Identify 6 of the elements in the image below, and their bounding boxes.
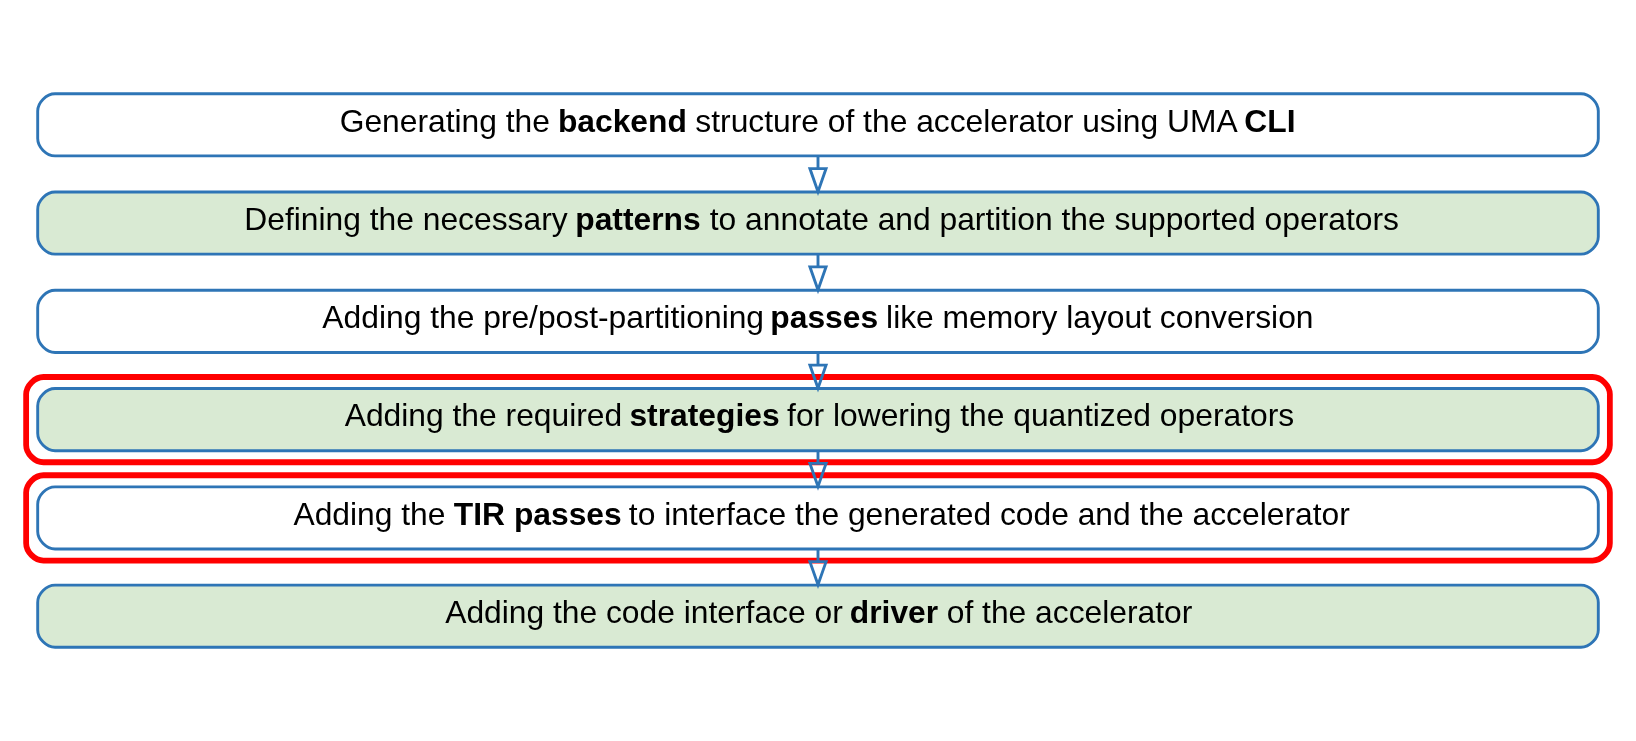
node-box: Adding the required strategies for lowering the quantized operators [36, 387, 1600, 453]
node-box: Defining the necessary patterns to annotate and partition the supported operators [36, 190, 1600, 256]
node-box: Adding the pre/post-partitioning passes like memory layout conversion [36, 288, 1600, 354]
node-box: Adding the TIR passes to interface the generated code and the accelerator [36, 485, 1600, 551]
node-box: Adding the code interface or driver of the accelerator [36, 583, 1600, 649]
node-box: Generating the backend structure of the accelerator using UMA CLI [36, 92, 1600, 158]
